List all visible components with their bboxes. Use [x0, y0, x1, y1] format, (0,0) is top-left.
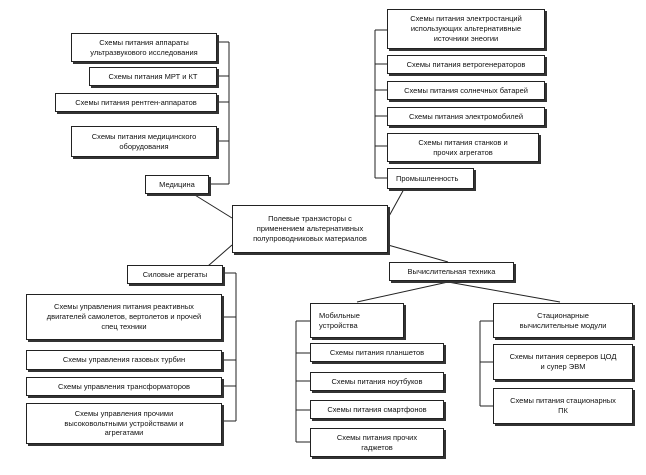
medicine-node: Медицина: [145, 175, 209, 194]
industry-item-electric-vehicles: Схемы питания электромобилей: [387, 107, 545, 126]
medicine-item-xray: Схемы питания рентген-аппаратов: [55, 93, 217, 112]
power-item-hv-devices: Схемы управления прочими высоковольтными…: [26, 403, 222, 444]
stationary-item-desktop-pc: Схемы питания стационарных ПК: [493, 388, 633, 424]
medicine-item-equipment: Схемы питания медицинского оборудования: [71, 126, 217, 157]
industry-node: Промышленность: [387, 168, 474, 189]
stationary-item-servers: Схемы питания серверов ЦОД и супер ЭВМ: [493, 344, 633, 380]
industry-item-wind-generators: Схемы питания ветрогенераторов: [387, 55, 545, 74]
power-item-jet-engines: Схемы управления питания реактивных двиг…: [26, 294, 222, 340]
power-units-node: Силовые агрегаты: [127, 265, 223, 284]
central-node: Полевые транзисторы с применением альтер…: [232, 205, 388, 253]
power-item-gas-turbines: Схемы управления газовых турбин: [26, 350, 222, 370]
industry-item-machine-tools: Схемы питания станков и прочих агрегатов: [387, 133, 539, 162]
mobile-item-smartphones: Схемы питания смартфонов: [310, 400, 444, 419]
industry-item-alt-power-plants: Схемы питания электростанций использующи…: [387, 9, 545, 49]
industry-item-solar-panels: Схемы питания солнечных батарей: [387, 81, 545, 100]
mobile-item-gadgets: Схемы питания прочих гаджетов: [310, 428, 444, 457]
computing-node: Вычислительная техника: [389, 262, 514, 281]
mobile-devices-node: Мобильные устройства: [310, 303, 404, 338]
power-item-transformers: Схемы управления трансформаторов: [26, 377, 222, 396]
medicine-item-mri-ct: Схемы питания МРТ и КТ: [89, 67, 217, 86]
medicine-item-ultrasound: Схемы питания аппараты ультразвукового и…: [71, 33, 217, 62]
stationary-modules-node: Стационарные вычислительные модули: [493, 303, 633, 338]
mobile-item-tablets: Схемы питания планшетов: [310, 343, 444, 362]
mobile-item-laptops: Схемы питания ноутбуков: [310, 372, 444, 391]
